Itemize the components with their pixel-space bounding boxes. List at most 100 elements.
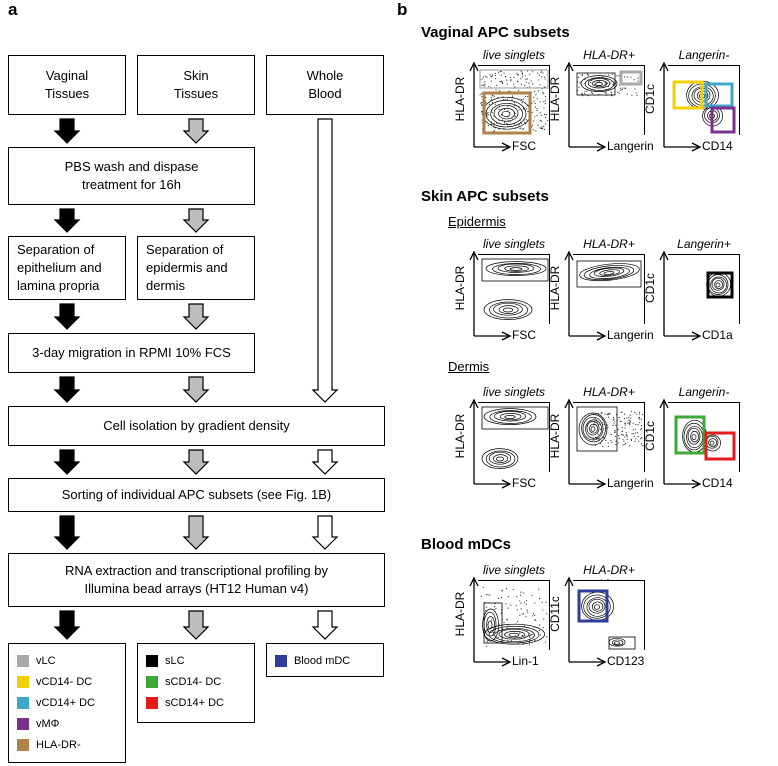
contour-line xyxy=(714,280,723,289)
axes-arrows xyxy=(469,576,512,667)
legend-swatch xyxy=(17,738,29,751)
contour-line xyxy=(691,433,697,441)
flow-plot xyxy=(668,65,740,135)
contour-line xyxy=(489,410,532,424)
contour-line xyxy=(498,305,519,314)
legend-label: sLC xyxy=(165,654,185,667)
step-cell-isolation: Cell isolation by gradient density xyxy=(8,406,385,446)
plot-title: HLA-DR+ xyxy=(583,237,635,251)
arrow-skin xyxy=(182,376,210,403)
arrow-skin xyxy=(182,610,210,640)
contour-line xyxy=(687,427,701,445)
arrow-blood xyxy=(311,610,339,640)
plot-title: Langerin- xyxy=(678,385,730,399)
y-axis-label: CD11c xyxy=(548,596,562,632)
source-skin-tissues: Skin Tissues xyxy=(137,55,255,115)
arrow-blood xyxy=(311,449,339,475)
axes-arrows xyxy=(469,398,512,489)
step-separation-skin: Separation of epidermis and dermis xyxy=(137,236,255,300)
x-axis-label: FSC xyxy=(512,476,536,490)
legend-item: vLC xyxy=(17,650,117,671)
plot-title: Langerin+ xyxy=(677,237,731,251)
plot-title: HLA-DR+ xyxy=(583,48,635,62)
axes-arrows xyxy=(469,250,512,341)
contour-line xyxy=(497,263,535,273)
contour-line xyxy=(482,608,499,642)
contour-line xyxy=(488,451,512,465)
gate-vcd14neg-dc xyxy=(672,80,704,110)
legend-item: Blood mDC xyxy=(275,650,375,671)
plot-title: HLA-DR+ xyxy=(583,385,635,399)
panel-a-letter: a xyxy=(8,0,18,19)
flow-plot xyxy=(478,65,550,135)
contour-line xyxy=(483,299,533,320)
contour-line xyxy=(711,277,725,291)
y-axis-label: HLA-DR xyxy=(453,413,467,459)
contour-line xyxy=(484,623,545,645)
flow-plot xyxy=(478,580,550,650)
gate-slc xyxy=(706,271,734,299)
contour-line xyxy=(485,261,547,276)
y-axis-label: HLA-DR xyxy=(548,265,562,311)
contour-line xyxy=(582,416,604,441)
legend-swatch xyxy=(17,717,29,730)
legend-item: vMΦ xyxy=(17,713,117,734)
legend-swatch xyxy=(275,654,287,667)
x-axis-label: CD123 xyxy=(607,654,645,668)
contour-line xyxy=(493,302,523,316)
contour-line xyxy=(508,632,520,638)
plot-title: live singlets xyxy=(482,563,546,577)
step-sorting: Sorting of individual APC subsets (see F… xyxy=(8,478,385,512)
arrow-vaginal xyxy=(53,303,81,330)
contour-line xyxy=(590,426,596,432)
contour-line xyxy=(690,430,699,443)
contour-line xyxy=(593,267,625,277)
subsection-dermis: Dermis xyxy=(448,359,490,374)
y-axis-label: HLA-DR xyxy=(453,76,467,122)
arrow-vaginal xyxy=(53,515,81,550)
flow-plot xyxy=(668,402,740,472)
source-whole-blood: Whole Blood xyxy=(266,55,384,115)
contour-line xyxy=(603,271,615,275)
step-pbs-dispase: PBS wash and dispase treatment for 16h xyxy=(8,147,255,205)
flow-plot xyxy=(573,580,645,650)
legend-label: vCD14+ DC xyxy=(36,696,95,709)
plot-title: Langerin- xyxy=(678,48,730,62)
contour-line xyxy=(588,598,606,614)
contour-line xyxy=(710,276,727,294)
legend-swatch xyxy=(17,696,29,709)
axes-arrows xyxy=(659,398,702,489)
plot-title: live singlets xyxy=(482,385,546,399)
flow-plot xyxy=(573,402,645,472)
gate-vlc xyxy=(619,70,643,86)
contour-line xyxy=(578,412,608,446)
x-axis-label: Langerin xyxy=(607,476,654,490)
y-axis-label: HLA-DR xyxy=(548,413,562,459)
arrow-skin xyxy=(182,208,210,233)
contour-line xyxy=(493,454,509,463)
gate-vcd14pos-dc xyxy=(704,82,734,108)
arrow-vaginal xyxy=(53,376,81,403)
contour-line xyxy=(485,99,527,128)
legend-label: vCD14- DC xyxy=(36,675,93,688)
axes-arrows xyxy=(659,250,702,341)
gate-scd14neg-dc xyxy=(674,415,706,455)
contour-line xyxy=(481,448,519,469)
axes-arrows xyxy=(564,61,607,152)
contour-line xyxy=(498,107,515,120)
legend-item: sCD14- DC xyxy=(146,671,246,692)
contour-line xyxy=(591,601,604,612)
contour-line xyxy=(489,301,529,319)
legend-label: vLC xyxy=(36,654,56,667)
legend-blood: Blood mDC xyxy=(266,643,384,677)
x-axis-label: Langerin xyxy=(607,328,654,342)
contour-line xyxy=(485,450,516,468)
contour-line xyxy=(592,80,608,88)
flow-plot xyxy=(478,254,550,324)
gate-hla-dr-pos xyxy=(576,406,618,452)
x-axis-label: CD14 xyxy=(702,476,733,490)
y-axis-label: HLA-DR xyxy=(453,265,467,311)
source-vaginal-tissues: Vaginal Tissues xyxy=(8,55,126,115)
x-axis-label: CD14 xyxy=(702,139,733,153)
contour-line xyxy=(586,420,600,436)
